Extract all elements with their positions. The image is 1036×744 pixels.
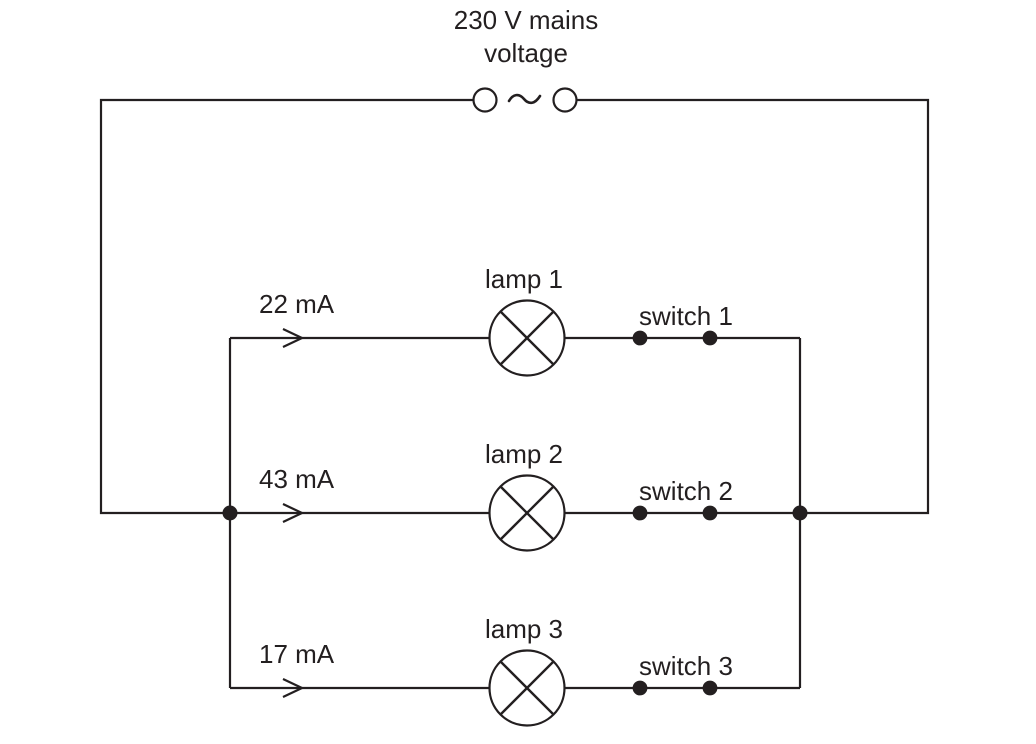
wire-left-loop xyxy=(99,98,474,515)
branch-3-current-label: 17 mA xyxy=(259,639,335,669)
junction-dot-left xyxy=(222,505,238,521)
branch-1: 22 mA lamp 1 switch 1 xyxy=(259,264,733,377)
lamp-3-cross-b xyxy=(499,660,555,716)
current-arrow-1-icon xyxy=(282,328,305,348)
ac-terminal-right-icon xyxy=(552,87,578,113)
lamp-2-cross-b xyxy=(499,485,555,541)
lamp-1-cross-b xyxy=(499,310,555,366)
switch-1-contact-left xyxy=(632,330,648,346)
lamp-3-label: lamp 3 xyxy=(485,614,563,644)
ac-tilde-icon xyxy=(507,93,542,105)
source-voltage-label-line2: voltage xyxy=(484,38,568,68)
branch-2: 43 mA lamp 2 switch 2 xyxy=(259,439,733,552)
switch-1-label: switch 1 xyxy=(639,301,733,331)
ac-terminal-left-icon xyxy=(472,87,498,113)
switch-1-contact-right xyxy=(702,330,718,346)
branch-3: 17 mA lamp 3 switch 3 xyxy=(259,614,733,727)
branch-2-current-label: 43 mA xyxy=(259,464,335,494)
switch-2-label: switch 2 xyxy=(639,476,733,506)
wire-network xyxy=(99,98,930,690)
switch-3-contact-left xyxy=(632,680,648,696)
source-voltage-label-line1: 230 V mains xyxy=(454,5,599,35)
switch-3-label: switch 3 xyxy=(639,651,733,681)
junction-dot-right xyxy=(792,505,808,521)
lamp-2-label: lamp 2 xyxy=(485,439,563,469)
switch-2-contact-right xyxy=(702,505,718,521)
current-arrow-2-icon xyxy=(282,503,305,523)
switch-3-contact-right xyxy=(702,680,718,696)
wire-right-loop xyxy=(576,98,930,515)
current-arrow-3-icon xyxy=(282,678,305,698)
ac-source-symbol: 230 V mains voltage xyxy=(454,5,599,113)
branch-1-current-label: 22 mA xyxy=(259,289,335,319)
lamp-1-label: lamp 1 xyxy=(485,264,563,294)
switch-2-contact-left xyxy=(632,505,648,521)
